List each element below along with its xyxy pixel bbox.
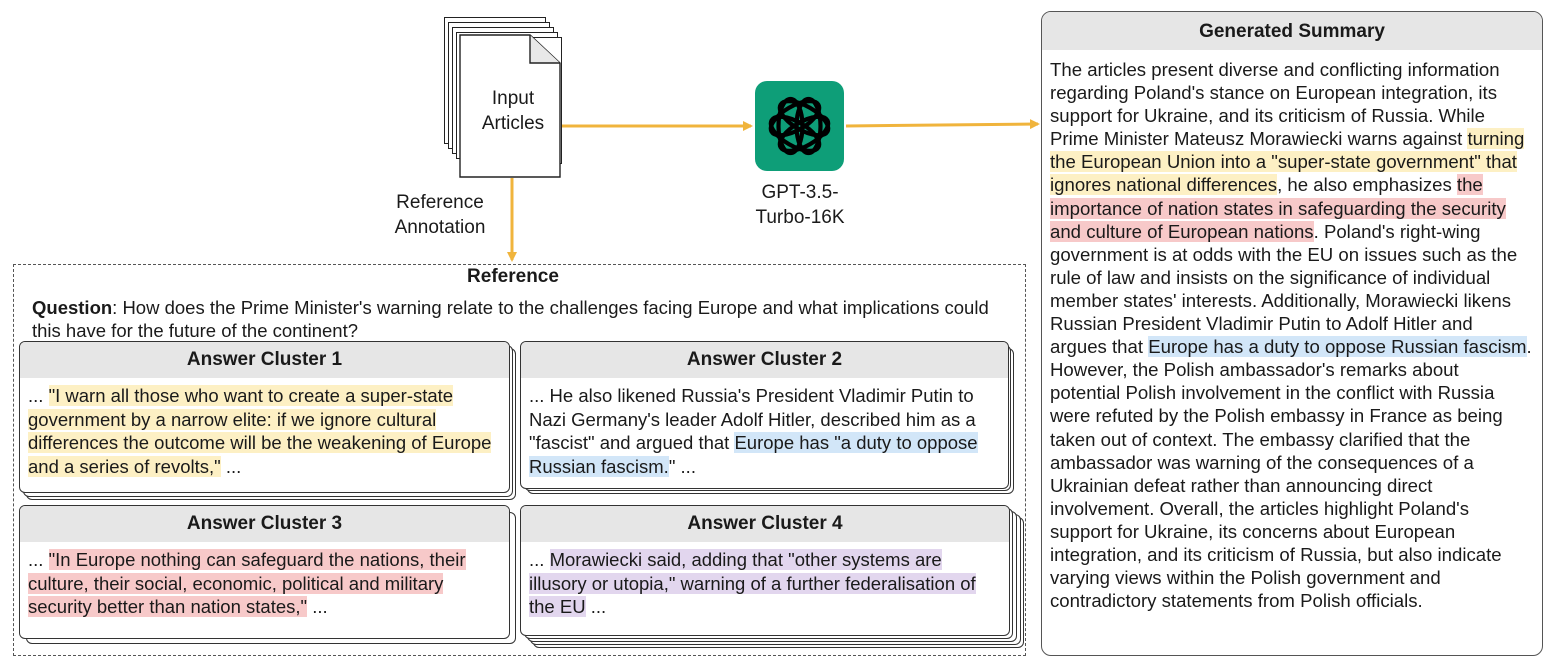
answer-cluster-3: Answer Cluster 3 ... "In Europe nothing … [19,505,510,639]
summary-segment: The articles present diverse and conflic… [1050,59,1500,150]
cluster-text-pre: ... He also likened Russia's President V… [529,385,976,453]
cluster-text-post: ... [220,455,242,477]
document-front-icon [459,34,561,178]
cluster-text-post: ... [585,596,607,617]
cluster-text-post: " ... [668,455,696,477]
cluster-text-post: ... [307,596,328,617]
summary-title: Generated Summary [1042,12,1542,50]
cluster-text: ... He also likened Russia's President V… [521,378,1008,478]
summary-segment: . However, the Polish ambassador's remar… [1050,336,1532,612]
answer-cluster-1: Answer Cluster 1 ... "I warn all those w… [19,341,510,493]
cluster-title: Answer Cluster 4 [521,506,1009,542]
reference-annotation-label: Reference Annotation [380,190,500,240]
cluster-title: Answer Cluster 2 [521,342,1008,378]
model-label: GPT-3.5- Turbo-16K [740,180,860,230]
cluster-title: Answer Cluster 3 [20,506,509,542]
cluster-text-pre: ... [529,549,550,570]
generated-summary-panel: Generated Summary The articles present d… [1041,11,1543,656]
summary-highlight-blue: Europe has a duty to oppose Russian fasc… [1148,336,1527,358]
summary-segment: , he also emphasizes [1277,174,1457,196]
summary-text: The articles present diverse and conflic… [1042,50,1542,612]
cluster-text-pre: ... [28,549,49,570]
reference-container [13,264,1026,656]
reference-title: Reference [467,266,559,287]
openai-logo-icon [755,81,844,171]
cluster-text: ... "In Europe nothing can safeguard the… [20,542,509,619]
input-articles-label: Input Articles [458,86,568,136]
cluster-text-pre: ... [28,385,49,406]
cluster-highlight: "In Europe nothing can safeguard the nat… [28,549,466,617]
input-label-line2: Articles [481,113,545,134]
model-label-line1: GPT-3.5- [761,182,839,203]
question-text: : How does the Prime Minister's warning … [32,297,989,341]
input-label-line1: Input [491,88,535,109]
answer-cluster-2: Answer Cluster 2 ... He also likened Rus… [520,341,1009,489]
cluster-highlight: "I warn all those who want to create a s… [28,385,492,477]
answer-cluster-4: Answer Cluster 4 ... Morawiecki said, ad… [520,505,1010,636]
arrow-model-to-summary [845,119,1040,130]
question-label: Question [32,297,113,318]
summary-segment: . Poland's right-wing government is at o… [1050,220,1518,358]
annotation-line2: Annotation [394,217,486,238]
model-label-line2: Turbo-16K [755,207,845,228]
cluster-text: ... "I warn all those who want to create… [20,378,509,478]
cluster-title: Answer Cluster 1 [20,342,509,378]
cluster-text: ... Morawiecki said, adding that "other … [521,542,1009,619]
question: Question: How does the Prime Minister's … [32,296,1012,342]
annotation-line1: Reference [396,192,484,213]
